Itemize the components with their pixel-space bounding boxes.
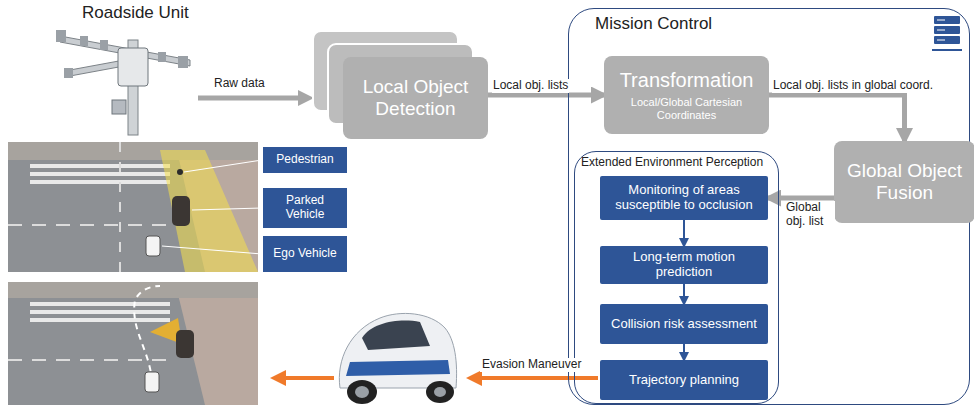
roadside-unit bbox=[56, 30, 190, 135]
process-box: Long-term motion prediction bbox=[600, 246, 768, 284]
edge-label: Local obj. lists bbox=[492, 79, 569, 93]
process-box: Collision risk assessment bbox=[600, 304, 768, 344]
ego-car bbox=[339, 313, 456, 404]
node-title: Pedestrian bbox=[276, 153, 333, 167]
connector-arrow bbox=[683, 344, 685, 360]
process-box: Local Object Detection bbox=[343, 57, 488, 139]
node-title: Ego Vehicle bbox=[273, 247, 336, 261]
node-title: Collision risk assessment bbox=[611, 317, 757, 332]
process-box: Global Object Fusion bbox=[834, 141, 974, 223]
connector-arrow bbox=[769, 95, 905, 141]
unit-label: Roadside Unit bbox=[80, 3, 191, 23]
street-scene bbox=[8, 142, 258, 272]
edge-label: Global obj. list bbox=[785, 201, 835, 229]
process-box: TransformationLocal/Global Cartesian Coo… bbox=[604, 56, 769, 134]
node-title: Extended Environment Perception bbox=[581, 156, 763, 170]
object-tag: Parked Vehicle bbox=[263, 188, 347, 228]
node-title: Local Object Detection bbox=[351, 76, 480, 120]
node-title: Long-term motion prediction bbox=[608, 250, 760, 280]
connector-arrow bbox=[768, 196, 834, 201]
node-title: Global Object Fusion bbox=[842, 160, 967, 204]
connector-arrow bbox=[683, 220, 685, 246]
node-subtitle: Local/Global Cartesian Coordinates bbox=[612, 96, 761, 121]
object-tag: Ego Vehicle bbox=[263, 236, 347, 272]
connector-arrow bbox=[683, 284, 685, 304]
node-title: Transformation bbox=[620, 69, 754, 92]
process-box: Monitoring of areas susceptible to occlu… bbox=[600, 176, 768, 220]
arrow-label: Raw data bbox=[212, 77, 267, 91]
node-title: Parked Vehicle bbox=[271, 194, 339, 222]
perception-group: Extended Environment PerceptionMonitorin… bbox=[574, 151, 779, 404]
node-title: Mission Control bbox=[595, 14, 712, 34]
server-icon bbox=[932, 16, 962, 50]
edge-label: Local obj. lists in global coord. bbox=[772, 79, 934, 93]
arrow-label: Evasion Maneuver bbox=[480, 358, 583, 372]
mission-control-group: Mission ControlTransformationLocal/Globa… bbox=[568, 8, 970, 405]
node-title: Trajectory planning bbox=[629, 373, 739, 388]
process-box: Trajectory planning bbox=[600, 360, 768, 400]
object-tag: Pedestrian bbox=[263, 147, 347, 173]
connector-arrow bbox=[488, 93, 604, 98]
street-scene-evasion bbox=[8, 282, 258, 405]
node-title: Monitoring of areas susceptible to occlu… bbox=[608, 183, 760, 213]
